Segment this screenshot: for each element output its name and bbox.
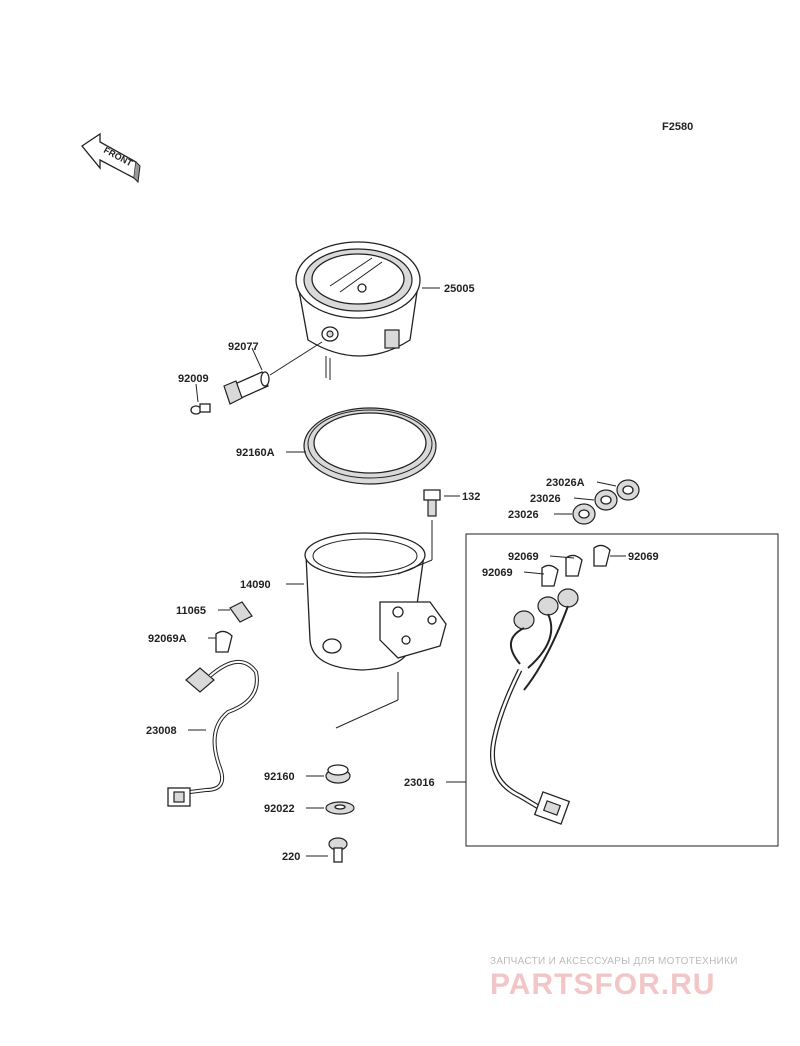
watermark-logo: PARTSFOR.RU: [490, 968, 715, 1001]
label-92009: 92009: [178, 373, 209, 385]
label-23016: 23016: [404, 777, 435, 789]
washer-92022: [325, 801, 355, 815]
label-25005: 25005: [444, 283, 475, 295]
label-92022: 92022: [264, 803, 295, 815]
label-132: 132: [462, 491, 480, 503]
screw-220: [328, 837, 348, 863]
label-92069-left-lower: 92069: [482, 567, 513, 579]
bulbs-92069: [541, 544, 611, 587]
label-92069A: 92069A: [148, 633, 187, 645]
watermark-tagline: ЗАПЧАСТИ И АКСЕССУАРЫ ДЛЯ МОТОТЕХНИКИ: [490, 956, 738, 967]
harness-23016: [490, 588, 579, 825]
label-23026A: 23026A: [546, 477, 585, 489]
label-92160: 92160: [264, 771, 295, 783]
screw-92009: [190, 403, 211, 415]
label-11065: 11065: [176, 605, 206, 617]
grommet-92160: [325, 764, 351, 784]
label-23026-lower: 23026: [508, 509, 539, 521]
damper-ring: [303, 407, 437, 485]
label-23026-upper: 23026: [530, 493, 561, 505]
label-92077: 92077: [228, 341, 259, 353]
subassembly-frame: [465, 533, 779, 847]
label-92160A: 92160A: [236, 447, 275, 459]
figure-code: F2580: [662, 121, 693, 133]
label-23008: 23008: [146, 725, 177, 737]
label-92069-right: 92069: [628, 551, 659, 563]
label-92069-left-upper: 92069: [508, 551, 539, 563]
meter-assembly: [295, 241, 421, 380]
caps-23026: [572, 479, 640, 525]
watermark: ЗАПЧАСТИ И АКСЕССУАРЫ ДЛЯ МОТОТЕХНИКИ PA…: [490, 956, 738, 1001]
bulb-92069A: [215, 630, 233, 653]
socket-11065: [229, 601, 253, 623]
bolt-132: [423, 489, 441, 517]
front-arrow-icon: FRONT: [81, 132, 141, 184]
meter-case: [304, 520, 447, 671]
label-14090: 14090: [240, 579, 271, 591]
cable-fitting: [223, 371, 270, 405]
harness-23008: [167, 660, 259, 807]
label-220: 220: [282, 851, 300, 863]
